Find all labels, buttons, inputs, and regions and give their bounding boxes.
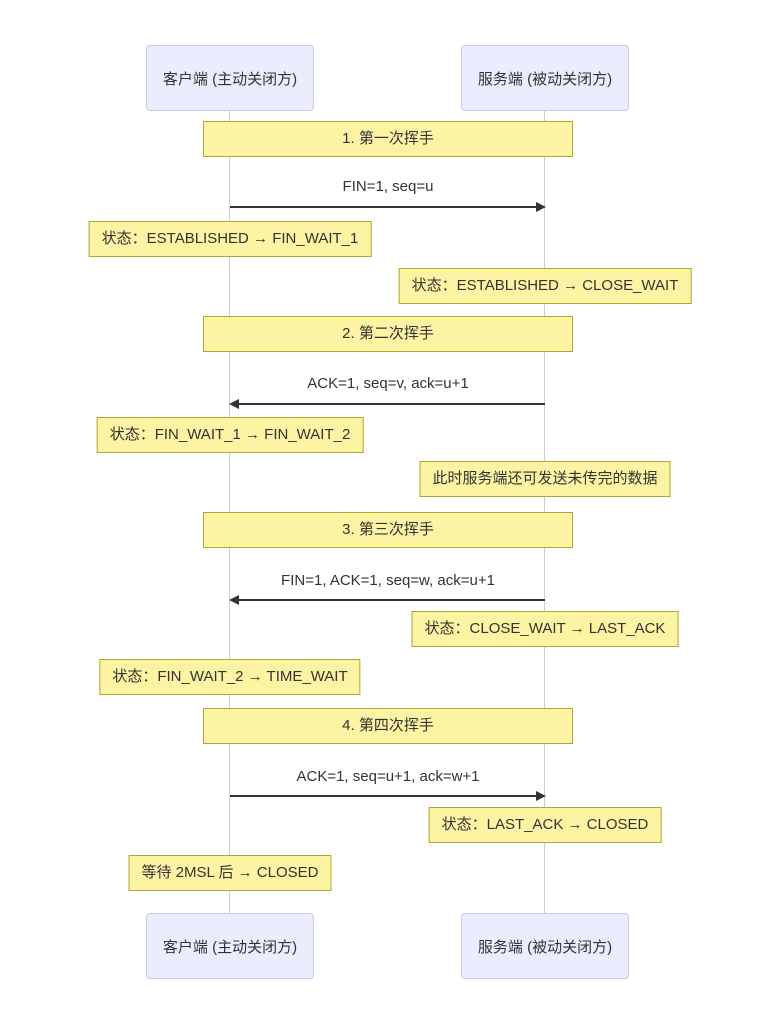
server-state-note-3: 状态：CLOSE_WAIT → LAST_ACK xyxy=(411,611,679,647)
actor-server-bottom: 服务端 (被动关闭方) xyxy=(460,913,630,979)
actor-server-top: 服务端 (被动关闭方) xyxy=(460,45,630,111)
actor-client-bottom: 客户端 (主动关闭方) xyxy=(145,913,315,979)
message-line-4 xyxy=(230,795,536,797)
message-line-1 xyxy=(230,206,536,208)
arrowhead-left-icon xyxy=(229,399,239,409)
phase-note-1: 1. 第一次挥手 xyxy=(203,121,573,157)
actor-client-top: 客户端 (主动关闭方) xyxy=(145,45,315,111)
client-lifeline xyxy=(229,109,230,913)
client-state-note-4: 等待 2MSL 后 → CLOSED xyxy=(128,855,332,891)
server-state-note-4: 状态：LAST_ACK → CLOSED xyxy=(428,807,662,843)
server-lifeline xyxy=(544,109,545,913)
server-state-note-1: 状态：ESTABLISHED → CLOSE_WAIT xyxy=(398,268,692,304)
arrowhead-right-icon xyxy=(536,791,546,801)
message-label-3: FIN=1, ACK=1, seq=w, ack=u+1 xyxy=(281,572,495,589)
message-line-3 xyxy=(239,599,545,601)
client-state-note-2: 状态：FIN_WAIT_1 → FIN_WAIT_2 xyxy=(96,417,364,453)
server-state-note-2: 此时服务端还可发送未传完的数据 xyxy=(419,461,671,497)
client-state-note-3: 状态：FIN_WAIT_2 → TIME_WAIT xyxy=(99,659,361,695)
arrowhead-right-icon xyxy=(536,202,546,212)
message-line-2 xyxy=(239,403,545,405)
phase-note-2: 2. 第二次挥手 xyxy=(203,316,573,352)
client-state-note-1: 状态：ESTABLISHED → FIN_WAIT_1 xyxy=(88,221,372,257)
message-label-1: FIN=1, seq=u xyxy=(342,178,434,195)
phase-note-4: 4. 第四次挥手 xyxy=(203,708,573,744)
message-label-2: ACK=1, seq=v, ack=u+1 xyxy=(307,375,469,392)
arrowhead-left-icon xyxy=(229,595,239,605)
phase-note-3: 3. 第三次挥手 xyxy=(203,512,573,548)
message-label-4: ACK=1, seq=u+1, ack=w+1 xyxy=(296,768,480,785)
